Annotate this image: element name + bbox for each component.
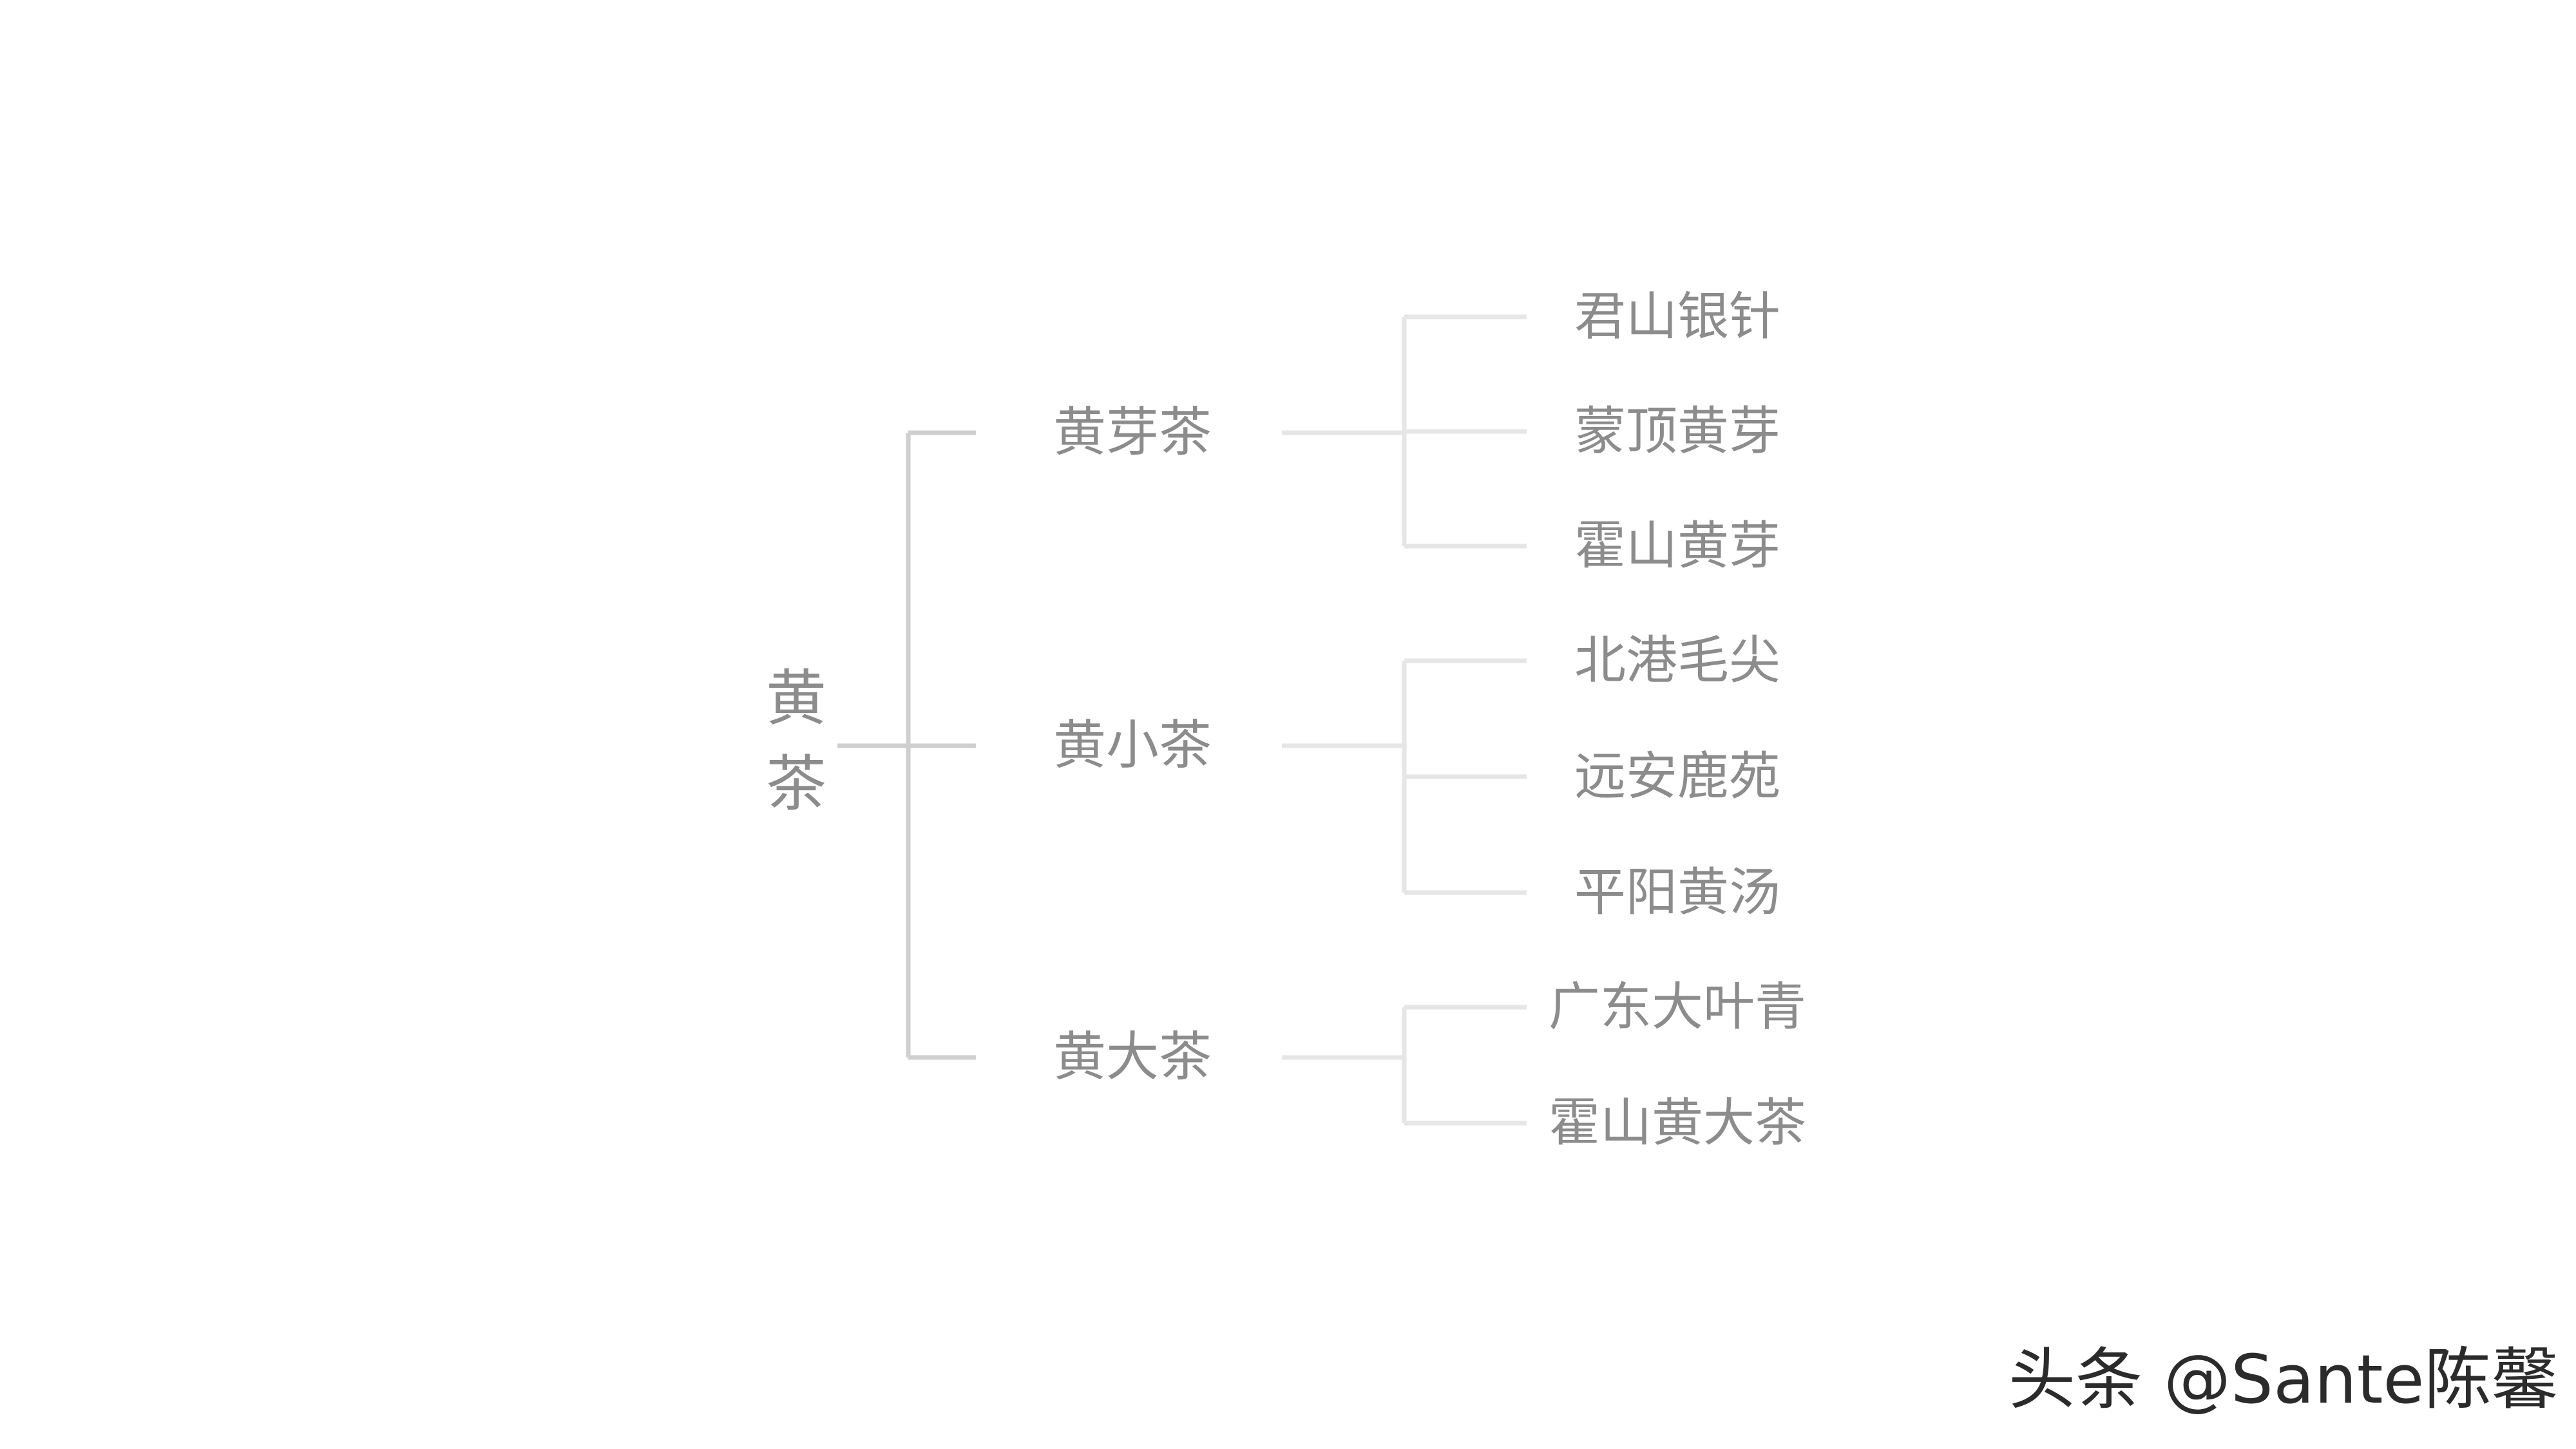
leaf-label: 北港毛尖 bbox=[1574, 630, 1780, 690]
branch-label-2: 黄小茶 bbox=[1053, 715, 1212, 776]
leaf-label: 广东大叶青 bbox=[1549, 977, 1806, 1037]
leaf-label: 霍山黄芽 bbox=[1574, 516, 1780, 576]
leaf-label: 平阳黄汤 bbox=[1574, 862, 1780, 922]
leaf-label: 蒙顶黄芽 bbox=[1574, 401, 1780, 461]
branch-label-1: 黄芽茶 bbox=[1053, 402, 1212, 463]
leaf-label: 远安鹿苑 bbox=[1574, 746, 1780, 806]
leaf-label: 霍山黄大茶 bbox=[1549, 1093, 1806, 1153]
leaf-label: 君山银针 bbox=[1574, 287, 1780, 346]
root-label: 黄茶 bbox=[765, 663, 826, 820]
watermark-text: 头条 @Sante陈馨 bbox=[2008, 1340, 2559, 1419]
branch-label-3: 黄大茶 bbox=[1053, 1027, 1212, 1088]
